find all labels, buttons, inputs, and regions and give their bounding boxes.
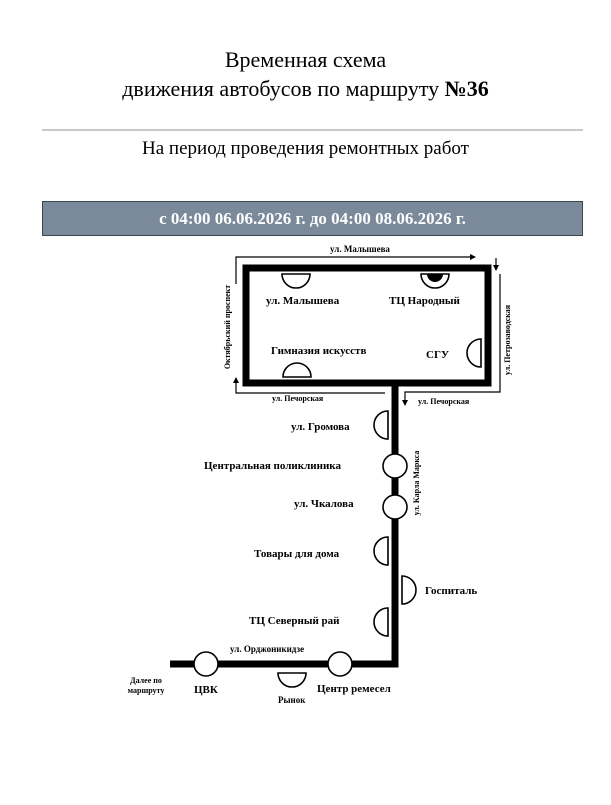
stop-gimnaziya: Гимназия искусств: [271, 345, 366, 378]
stop-label: Рынок: [278, 695, 306, 705]
stop-label: ТЦ Северный рай: [249, 615, 340, 627]
stop-poliklinika: Центральная поликлиника: [204, 453, 408, 479]
stop-label: Товары для дома: [254, 548, 340, 560]
street-label-malysheva: ул. Малышева: [330, 244, 390, 254]
stop-chkalova: ул. Чкалова: [294, 494, 408, 520]
further-route-line1: Далее по: [130, 676, 162, 685]
stop-marker: [193, 651, 219, 677]
stop-label: Гимназия искусств: [271, 345, 366, 357]
stop-tsvk: ЦВК: [193, 651, 219, 696]
direction-arrows: [233, 254, 501, 406]
period-banner: с 04:00 06.06.2026 г. до 04:00 08.06.202…: [42, 201, 583, 236]
street-label-oktyabrsky: Октябрьский проспект: [223, 285, 232, 369]
street-label-karla-marksa: ул. Карла Маркса: [412, 451, 421, 516]
stop-label: СГУ: [426, 349, 449, 361]
street-label-petrozavodskaya: ул. Петрозаводская: [503, 304, 512, 375]
title-line-2: движения автобусов по маршруту №36: [0, 76, 611, 102]
stop-marker: [327, 651, 353, 677]
stop-label: ул. Малышева: [266, 295, 340, 307]
stop-marker-fill: [427, 274, 443, 282]
stop-tsentr-remesel: Центр ремесел: [317, 651, 391, 695]
stop-rynok: Рынок: [277, 672, 307, 705]
stop-label: ТЦ Народный: [389, 295, 460, 307]
stop-gospital: Госпиталь: [401, 575, 477, 605]
title-line-1: Временная схема: [224, 47, 387, 72]
further-route-line2: маршруту: [128, 686, 165, 695]
stop-marker: [382, 453, 408, 479]
street-label-pechorskaya-right: ул. Печорская: [418, 397, 470, 406]
stop-label: Центральная поликлиника: [204, 460, 341, 472]
stop-severny-ray: ТЦ Северный рай: [249, 607, 389, 637]
stop-label: ул. Чкалова: [294, 498, 354, 510]
stop-label: ул. Громова: [291, 421, 350, 433]
stop-gromova: ул. Громова: [291, 410, 389, 440]
stop-marker: [373, 536, 389, 566]
stop-marker: [401, 575, 417, 605]
stop-label: Госпиталь: [425, 585, 477, 597]
stop-label: Центр ремесел: [317, 683, 391, 695]
stop-marker: [282, 362, 312, 378]
stop-tc-narodny: ТЦ Народный: [389, 273, 460, 307]
stop-marker: [281, 273, 311, 289]
stop-label: ЦВК: [194, 684, 218, 696]
stop-tovary: Товары для дома: [254, 536, 389, 566]
street-label-ordzhonikidze: ул. Орджоникидзе: [230, 644, 304, 654]
stop-marker: [466, 338, 482, 368]
stop-marker: [382, 494, 408, 520]
title-prefix: движения автобусов по маршруту: [122, 76, 445, 101]
stop-marker: [277, 672, 307, 688]
stop-marker: [373, 607, 389, 637]
street-label-pechorskaya-left: ул. Печорская: [272, 394, 324, 403]
route-number: №36: [444, 76, 489, 101]
divider: [42, 129, 583, 131]
stop-sgu: СГУ: [426, 338, 482, 368]
stop-marker: [373, 410, 389, 440]
subtitle: На период проведения ремонтных работ: [142, 138, 469, 159]
stop-malysheva: ул. Малышева: [266, 273, 340, 307]
